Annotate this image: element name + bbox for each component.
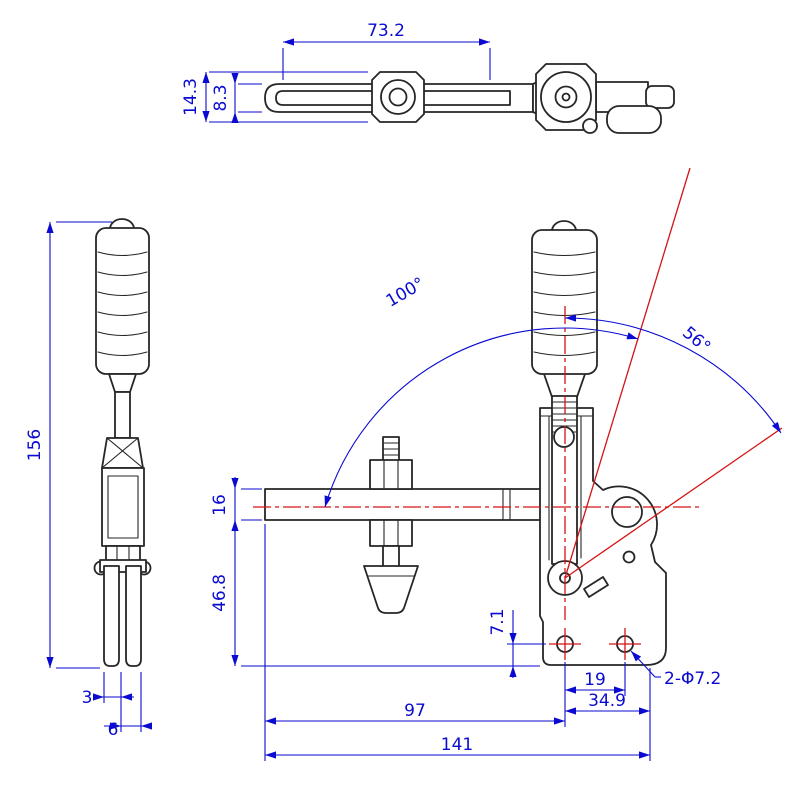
arrowhead	[121, 693, 132, 701]
dim-bar-to-base-label: 46.8	[210, 574, 230, 612]
arrowhead	[231, 655, 239, 666]
grip-ridge	[533, 271, 596, 277]
grip-ridge	[97, 311, 148, 317]
arrowhead	[565, 686, 576, 694]
handle-taper	[543, 373, 553, 398]
arrowhead	[614, 686, 625, 694]
dim-fork-width-label: 6	[108, 720, 119, 740]
dim-hole-spacing-label: 19	[584, 670, 606, 690]
angle-arc-56	[564, 317, 782, 434]
body-frame-inner	[107, 475, 139, 539]
arrowhead	[231, 73, 239, 84]
arrowhead	[479, 38, 490, 46]
arrowhead	[110, 722, 121, 730]
spindle-nut-bore	[388, 87, 408, 107]
small-hole	[622, 550, 636, 564]
arrowhead	[565, 314, 576, 322]
cross-link-brace	[101, 437, 139, 469]
grip-ridge	[533, 331, 596, 337]
arrowhead	[141, 722, 152, 730]
pivot-arm-tip	[645, 85, 675, 109]
spindle-nut-circle	[380, 79, 416, 115]
handle-taper	[576, 373, 586, 398]
angle-arc-100	[324, 327, 639, 508]
pivot-circle-outer	[540, 71, 592, 123]
arrowhead	[324, 495, 332, 507]
grip-ridge	[97, 331, 148, 337]
slot-detail	[583, 576, 609, 598]
spindle-bottom-nut	[369, 519, 413, 547]
roller	[606, 105, 662, 134]
arrowhead	[46, 657, 54, 668]
pivot-circle-mid	[554, 85, 578, 109]
grip-ridge	[97, 351, 148, 357]
arrowhead	[202, 72, 210, 83]
grip-ridge	[533, 251, 596, 257]
dim-bar-thickness-label: 8.3	[211, 84, 231, 111]
arrowhead	[46, 222, 54, 233]
grip-ridge	[97, 291, 148, 297]
dim-bar-reach-label: 97	[404, 701, 426, 721]
grip-ridge	[533, 351, 596, 357]
dim-overall-height-top-label: 14.3	[181, 78, 201, 116]
side-view	[93, 218, 152, 667]
arrowhead	[631, 651, 642, 662]
spindle-shaft	[382, 545, 400, 569]
arrowhead	[771, 421, 781, 433]
handle-grip	[95, 227, 150, 375]
arrowhead	[265, 751, 276, 759]
body-frame	[101, 467, 145, 547]
arrowhead	[93, 693, 104, 701]
arrowhead	[283, 38, 294, 46]
grip-ridge	[533, 311, 596, 317]
part-geometry-layer	[93, 63, 675, 667]
dim-overall-height-side-label: 156	[25, 429, 45, 461]
arrowhead	[231, 478, 239, 489]
spindle-top-nut	[369, 459, 413, 490]
dimension-line-layer	[49, 41, 782, 761]
arrowhead	[509, 666, 517, 677]
top-view	[264, 63, 675, 134]
dim-bar-height-label: 16	[210, 494, 230, 516]
u-bar-front	[264, 488, 544, 521]
arrowhead	[509, 633, 517, 644]
grip-ridge	[97, 271, 148, 277]
dim-slot-length-label: 73.2	[367, 21, 405, 41]
arrowhead	[231, 112, 239, 123]
handle-open-reference-line	[564, 167, 691, 579]
hole-callout-label: 2-Φ7.2	[664, 669, 721, 689]
grip-ridge	[533, 291, 596, 297]
bolt-head	[582, 118, 598, 134]
arm-pivot-hole	[611, 496, 643, 528]
arrowhead	[554, 717, 565, 725]
cross-link-brace	[106, 437, 144, 469]
arrowhead	[639, 707, 650, 715]
dim-fork-gap-label: 3	[82, 688, 93, 708]
arrowhead	[626, 332, 638, 340]
dim-overall-length-label: 141	[441, 735, 473, 755]
front-view	[264, 220, 667, 666]
clamp-foot-pad	[363, 565, 419, 614]
fork-prong	[125, 565, 142, 667]
centerline-layer	[253, 167, 783, 660]
arrowhead	[565, 707, 576, 715]
arrowhead	[231, 520, 239, 531]
angle-reference-line	[564, 427, 783, 579]
link-pin-hole	[553, 426, 575, 448]
link-rod	[114, 391, 131, 439]
arrowhead	[202, 111, 210, 122]
pivot-circle-center	[561, 92, 571, 102]
fork-prong	[103, 565, 120, 667]
grip-ridge	[97, 251, 148, 257]
dim-base-right-span-label: 34.9	[588, 691, 626, 711]
arrowhead	[265, 717, 276, 725]
arrowhead	[639, 751, 650, 759]
dim-hole-center-height-label: 7.1	[488, 608, 508, 635]
